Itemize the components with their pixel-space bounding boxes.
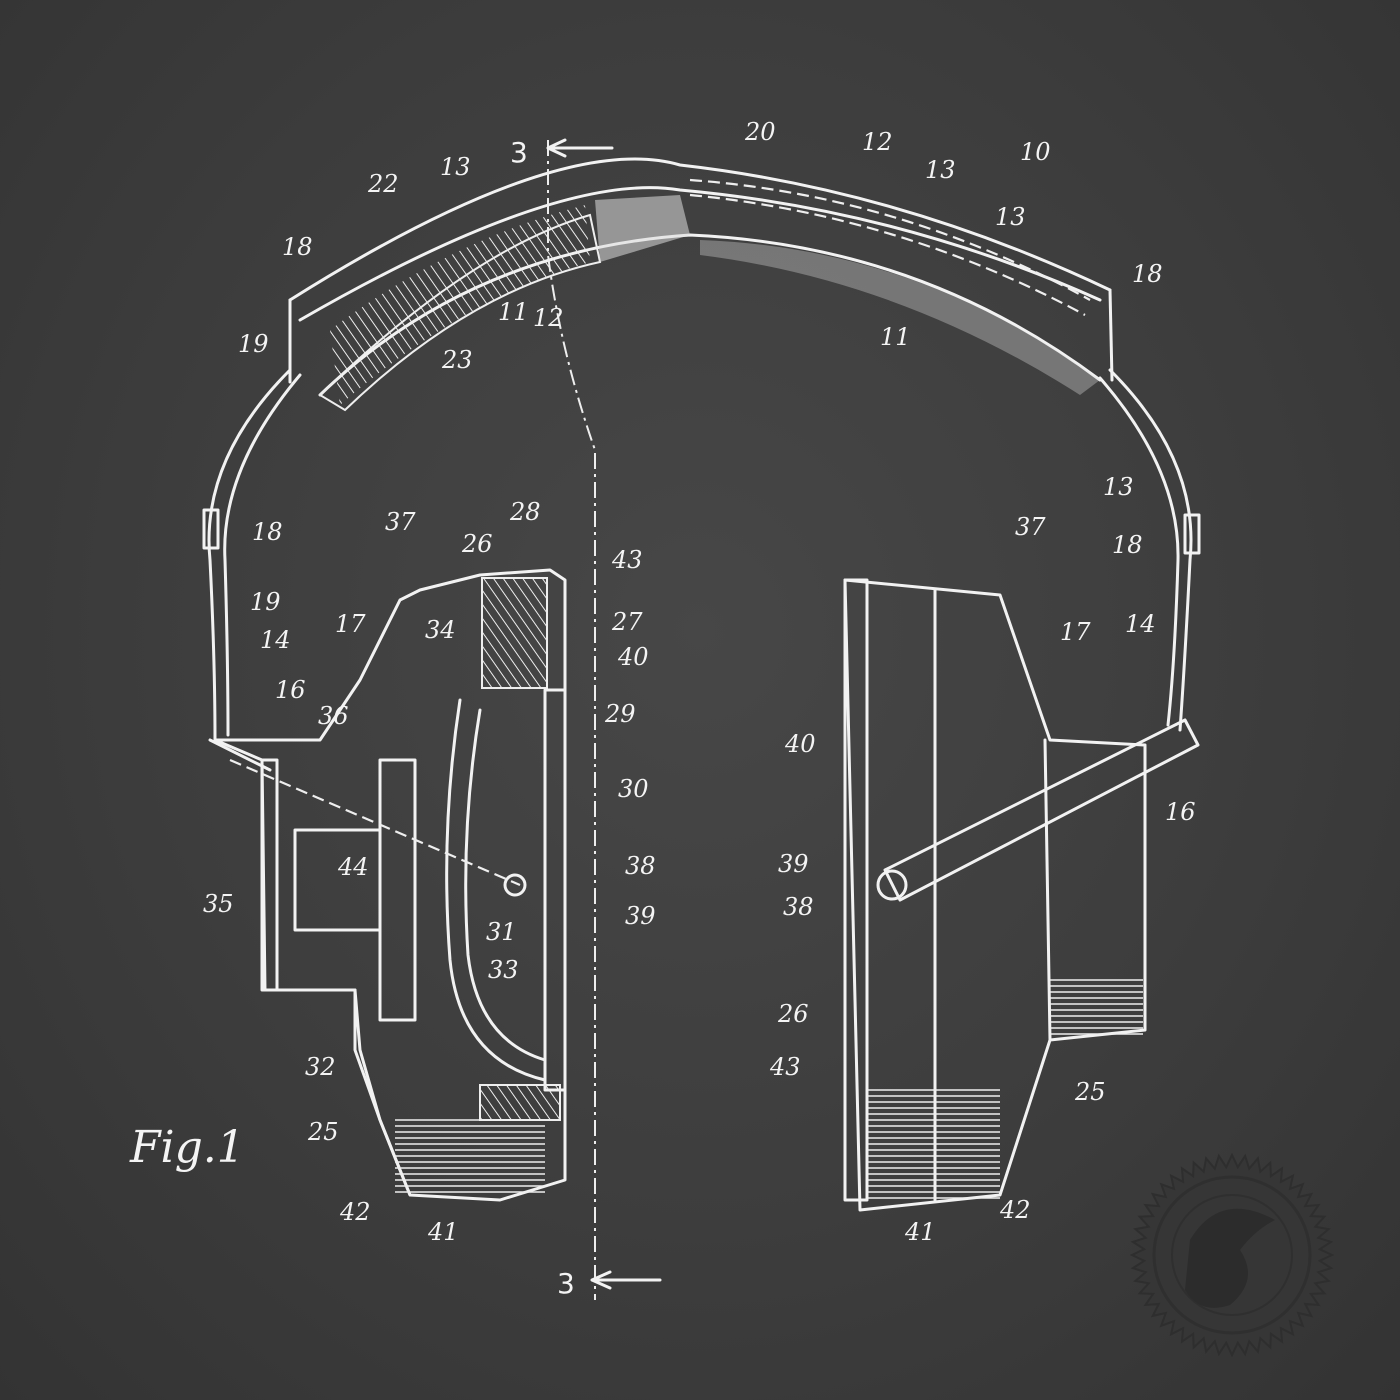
reference-numeral: 29 xyxy=(604,700,636,728)
reference-numeral: 18 xyxy=(1132,260,1163,288)
reference-numeral: 17 xyxy=(1060,618,1091,646)
reference-numeral: 18 xyxy=(252,518,283,546)
reference-numeral: 14 xyxy=(1125,610,1156,638)
reference-numeral: 39 xyxy=(625,902,656,930)
section-line xyxy=(547,140,596,1300)
reference-numeral: 38 xyxy=(625,852,656,880)
reference-numeral: 25 xyxy=(1074,1078,1106,1106)
reference-numeral: 43 xyxy=(769,1053,801,1081)
reference-numeral: 19 xyxy=(238,330,269,358)
reference-numeral: 37 xyxy=(1015,513,1046,541)
reference-numeral: 19 xyxy=(250,588,281,616)
reference-numeral: 16 xyxy=(1165,798,1196,826)
section-arrow-bottom xyxy=(590,1270,662,1290)
reference-numeral: 30 xyxy=(618,775,649,803)
reference-numeral: 13 xyxy=(440,153,471,181)
reference-numeral: 11 xyxy=(498,298,529,326)
reference-numeral: 42 xyxy=(999,1196,1031,1224)
patent-office-seal xyxy=(1129,1152,1335,1358)
yoke-rod xyxy=(883,718,1200,902)
reference-numeral: 31 xyxy=(486,918,517,946)
reference-numeral: 22 xyxy=(367,170,399,198)
reference-numeral: 39 xyxy=(778,850,809,878)
reference-numeral: 11 xyxy=(880,323,911,351)
left-spring-band-inner xyxy=(223,373,302,737)
right-band-clip xyxy=(1183,513,1201,555)
reference-numeral: 34 xyxy=(425,616,456,644)
reference-numeral: 14 xyxy=(260,626,291,654)
reference-numeral: 13 xyxy=(1103,473,1134,501)
section-marker-top: 3 xyxy=(510,136,528,169)
reference-numeral: 23 xyxy=(441,346,473,374)
reference-numeral: 18 xyxy=(1112,531,1143,559)
right-earcup xyxy=(843,578,1200,1212)
reference-numeral: 37 xyxy=(385,508,416,536)
reference-numeral: 41 xyxy=(427,1218,459,1246)
reference-numeral: 26 xyxy=(777,1000,809,1028)
reference-numeral: 40 xyxy=(617,643,649,671)
right-spring-band xyxy=(1108,368,1193,732)
reference-numeral: 35 xyxy=(203,890,234,918)
reference-numeral: 42 xyxy=(339,1198,371,1226)
reference-numeral: 10 xyxy=(1020,138,1051,166)
section-marker-bottom: 3 xyxy=(557,1267,575,1300)
reference-numeral: 25 xyxy=(307,1118,339,1146)
right-spring-band-inner xyxy=(1098,376,1180,727)
reference-numeral: 17 xyxy=(335,610,366,638)
reference-numeral: 28 xyxy=(509,498,541,526)
figure-label: Fig.1 xyxy=(129,1122,245,1173)
reference-numeral: 26 xyxy=(461,530,493,558)
section-arrow-top xyxy=(546,138,614,158)
reference-numeral: 36 xyxy=(318,702,349,730)
reference-numeral: 41 xyxy=(904,1218,936,1246)
reference-numeral: 12 xyxy=(862,128,893,156)
reference-numeral: 16 xyxy=(275,676,306,704)
reference-numeral: 33 xyxy=(488,956,519,984)
reference-numeral: 27 xyxy=(611,608,643,636)
reference-numeral: 12 xyxy=(533,304,564,332)
reference-numeral: 40 xyxy=(784,730,816,758)
reference-numeral: 38 xyxy=(783,893,814,921)
left-earcup-section xyxy=(208,568,567,1202)
reference-numeral: 13 xyxy=(995,203,1026,231)
reference-numeral: 44 xyxy=(337,853,369,881)
reference-numeral: 20 xyxy=(744,118,776,146)
reference-numeral: 32 xyxy=(305,1053,336,1081)
reference-numeral: 18 xyxy=(282,233,313,261)
reference-numeral: 43 xyxy=(611,546,643,574)
reference-numeral: 13 xyxy=(925,156,956,184)
left-spring-band xyxy=(207,368,292,742)
left-band-clip xyxy=(202,508,220,550)
headband xyxy=(288,157,1114,412)
